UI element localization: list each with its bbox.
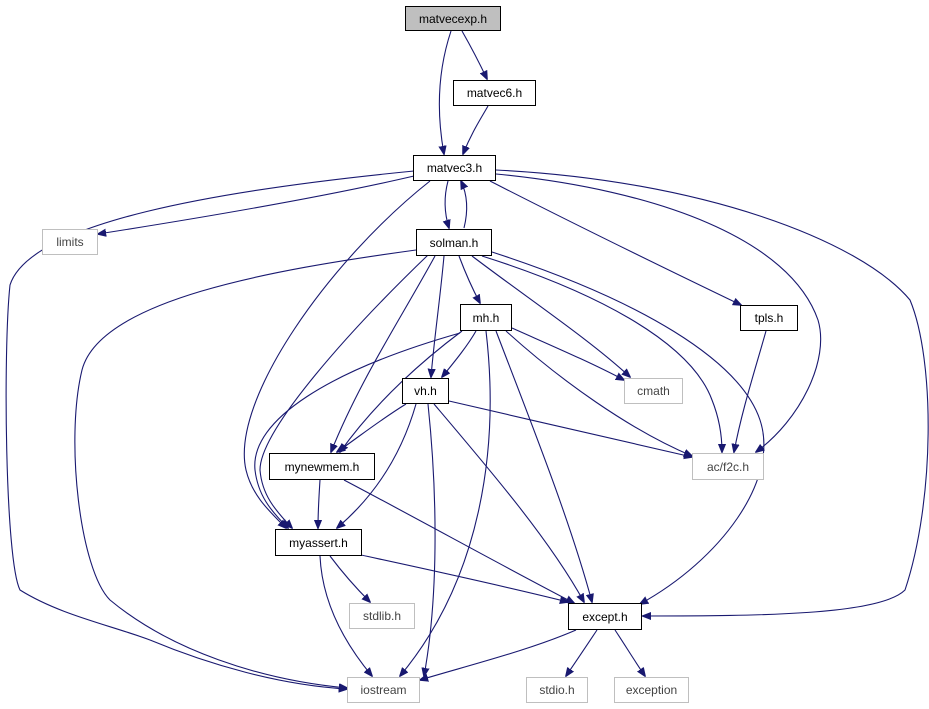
- node-matvec3[interactable]: matvec3.h: [413, 155, 496, 181]
- edge-solman-mh: [458, 255, 480, 303]
- node-matvec6[interactable]: matvec6.h: [453, 80, 536, 106]
- node-mynewmem[interactable]: mynewmem.h: [269, 453, 375, 480]
- edge-matvec3-myassert: [243, 180, 431, 528]
- node-tpls[interactable]: tpls.h: [740, 305, 798, 331]
- edge-solman-mynewmem: [331, 255, 436, 452]
- edge-mh-vh: [442, 330, 477, 377]
- node-stdio: stdio.h: [526, 677, 588, 703]
- edge-solman-matvec3: [461, 181, 467, 229]
- edge-solman-cmath: [471, 255, 630, 377]
- edge-tpls-af2c: [734, 330, 767, 452]
- edge-except-iostream: [420, 629, 577, 680]
- node-except[interactable]: except.h: [568, 603, 642, 630]
- node-matvecexp: matvecexp.h: [405, 6, 501, 31]
- edge-solman-af2c: [481, 255, 722, 452]
- edge-matvecexp-matvec6: [461, 30, 487, 79]
- edge-solman-vh: [431, 255, 445, 377]
- node-limits: limits: [42, 229, 98, 255]
- edge-solman-myassert: [259, 254, 429, 528]
- edge-mh-iostream: [400, 330, 491, 676]
- edge-mh-mynewmem: [340, 330, 463, 452]
- edge-except-exception: [614, 629, 645, 676]
- node-solman[interactable]: solman.h: [416, 229, 492, 256]
- edge-mynewmem-except: [343, 479, 574, 603]
- edge-solman-except: [491, 251, 765, 604]
- edge-matvec3-limits: [98, 175, 415, 234]
- edge-mh-cmath: [511, 327, 624, 380]
- edge-myassert-except: [360, 554, 568, 602]
- node-ac-f2c: ac/f2c.h: [692, 453, 764, 480]
- node-stdlib: stdlib.h: [349, 603, 415, 629]
- edge-vh-mynewmem: [337, 403, 407, 452]
- edge-matvec3-af2c: [495, 173, 822, 452]
- node-iostream: iostream: [347, 677, 420, 703]
- edge-vh-af2c: [448, 400, 692, 457]
- node-mh[interactable]: mh.h: [460, 304, 512, 331]
- edge-vh-except: [433, 403, 584, 602]
- edge-matvec3-except: [495, 169, 929, 616]
- edge-matvec3-iostream: [5, 170, 415, 689]
- edge-myassert-iostream: [319, 555, 372, 676]
- edge-myassert-stdlib: [329, 555, 370, 602]
- edge-vh-iostream: [424, 403, 436, 676]
- edge-vh-myassert: [337, 403, 417, 528]
- node-cmath: cmath: [624, 378, 683, 404]
- edge-except-stdio: [566, 629, 598, 676]
- edge-solman-iostream: [74, 249, 417, 688]
- edge-matvec6-matvec3: [463, 105, 489, 154]
- node-vh[interactable]: vh.h: [402, 378, 449, 404]
- edge-matvec3-solman: [445, 180, 449, 228]
- edge-matvecexp-matvec3: [439, 30, 452, 154]
- edge-mh-except: [495, 330, 592, 602]
- edges: [5, 30, 929, 689]
- node-myassert[interactable]: myassert.h: [275, 529, 362, 556]
- edge-mh-af2c: [505, 330, 692, 456]
- edge-matvec3-tpls: [489, 180, 741, 305]
- edge-mynewmem-myassert: [318, 479, 320, 528]
- node-exception: exception: [614, 677, 689, 703]
- edge-mh-myassert: [254, 332, 461, 528]
